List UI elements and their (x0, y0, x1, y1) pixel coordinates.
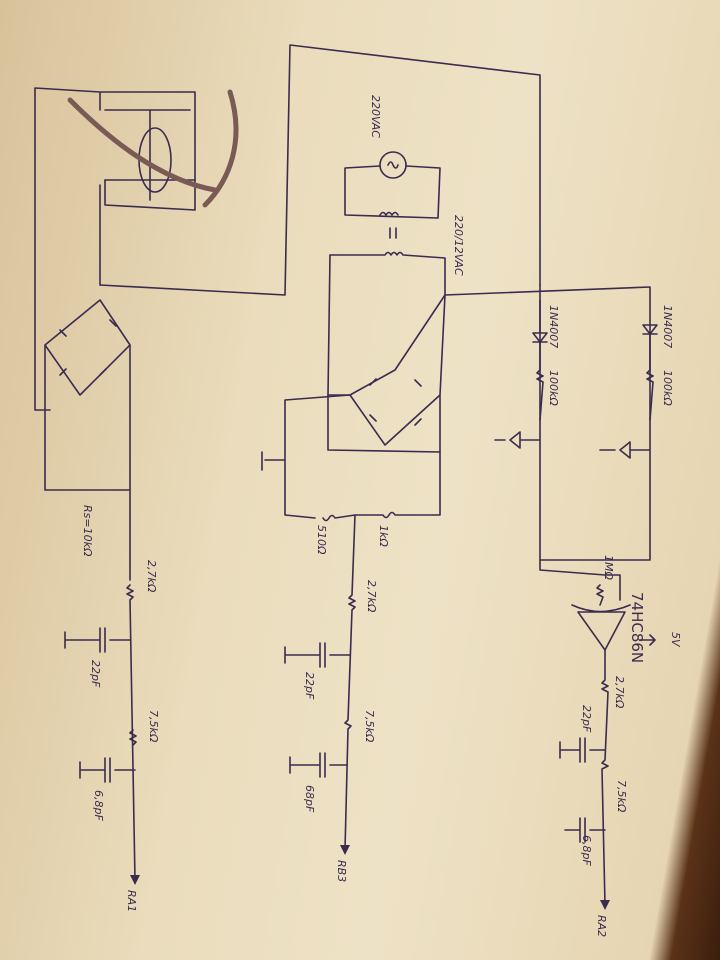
filter-chain-ra1 (64, 489, 140, 885)
resistor-a-label: 100kΩ (547, 370, 560, 406)
ra1-output-label: RA1 (125, 890, 138, 912)
ra1-r1-label: 2,7kΩ (145, 560, 158, 593)
diode-a-label: 1N4007 (547, 305, 560, 348)
rb3-r1-label: 2,7kΩ (365, 580, 378, 613)
current-clamp (34, 87, 239, 411)
xor-gate-chain (539, 559, 656, 910)
ra2-r2-label: 7,5kΩ (615, 780, 628, 813)
ra2-c1-label: 22pF (580, 705, 593, 733)
rb3-r2-label: 7,5kΩ (363, 710, 376, 743)
ra1-c1-label: 22pF (89, 660, 102, 688)
rb3-c2-label: 68pF (303, 785, 316, 813)
filter-chain-rb3 (284, 514, 356, 855)
ra2-r1-label: 2,7kΩ (613, 676, 626, 709)
rb3-output-label: RB3 (335, 860, 348, 882)
bridge-rectifier-middle (261, 294, 446, 522)
r510-label: 510Ω (315, 525, 328, 555)
diode-b-label: 1N4007 (661, 305, 674, 348)
transformer-label: 220/12VAC (452, 215, 465, 276)
ra1-c2-label: 6,8pF (92, 790, 105, 821)
supply-label: 5V (669, 632, 682, 648)
ac-source-label: 220VAC (369, 95, 382, 138)
ra2-c2-label: 6,8pF (580, 835, 593, 866)
r1k-label: 1kΩ (377, 525, 390, 547)
pull-resistor-label: 1MΩ (602, 555, 615, 580)
bridge-rectifier-left (44, 299, 131, 491)
ac-source (344, 151, 441, 239)
mains-wire (99, 44, 541, 296)
diode-branches (494, 299, 658, 459)
gate-label: 74HC86N (628, 592, 646, 663)
sense-resistor-label: Rs=10kΩ (81, 505, 94, 557)
ra2-output-label: RA2 (595, 915, 608, 937)
rb3-c1-label: 22pF (303, 672, 316, 700)
resistor-b-label: 100kΩ (661, 370, 674, 406)
ra1-r2-label: 7,5kΩ (147, 710, 160, 743)
transformer-secondary (327, 251, 651, 561)
